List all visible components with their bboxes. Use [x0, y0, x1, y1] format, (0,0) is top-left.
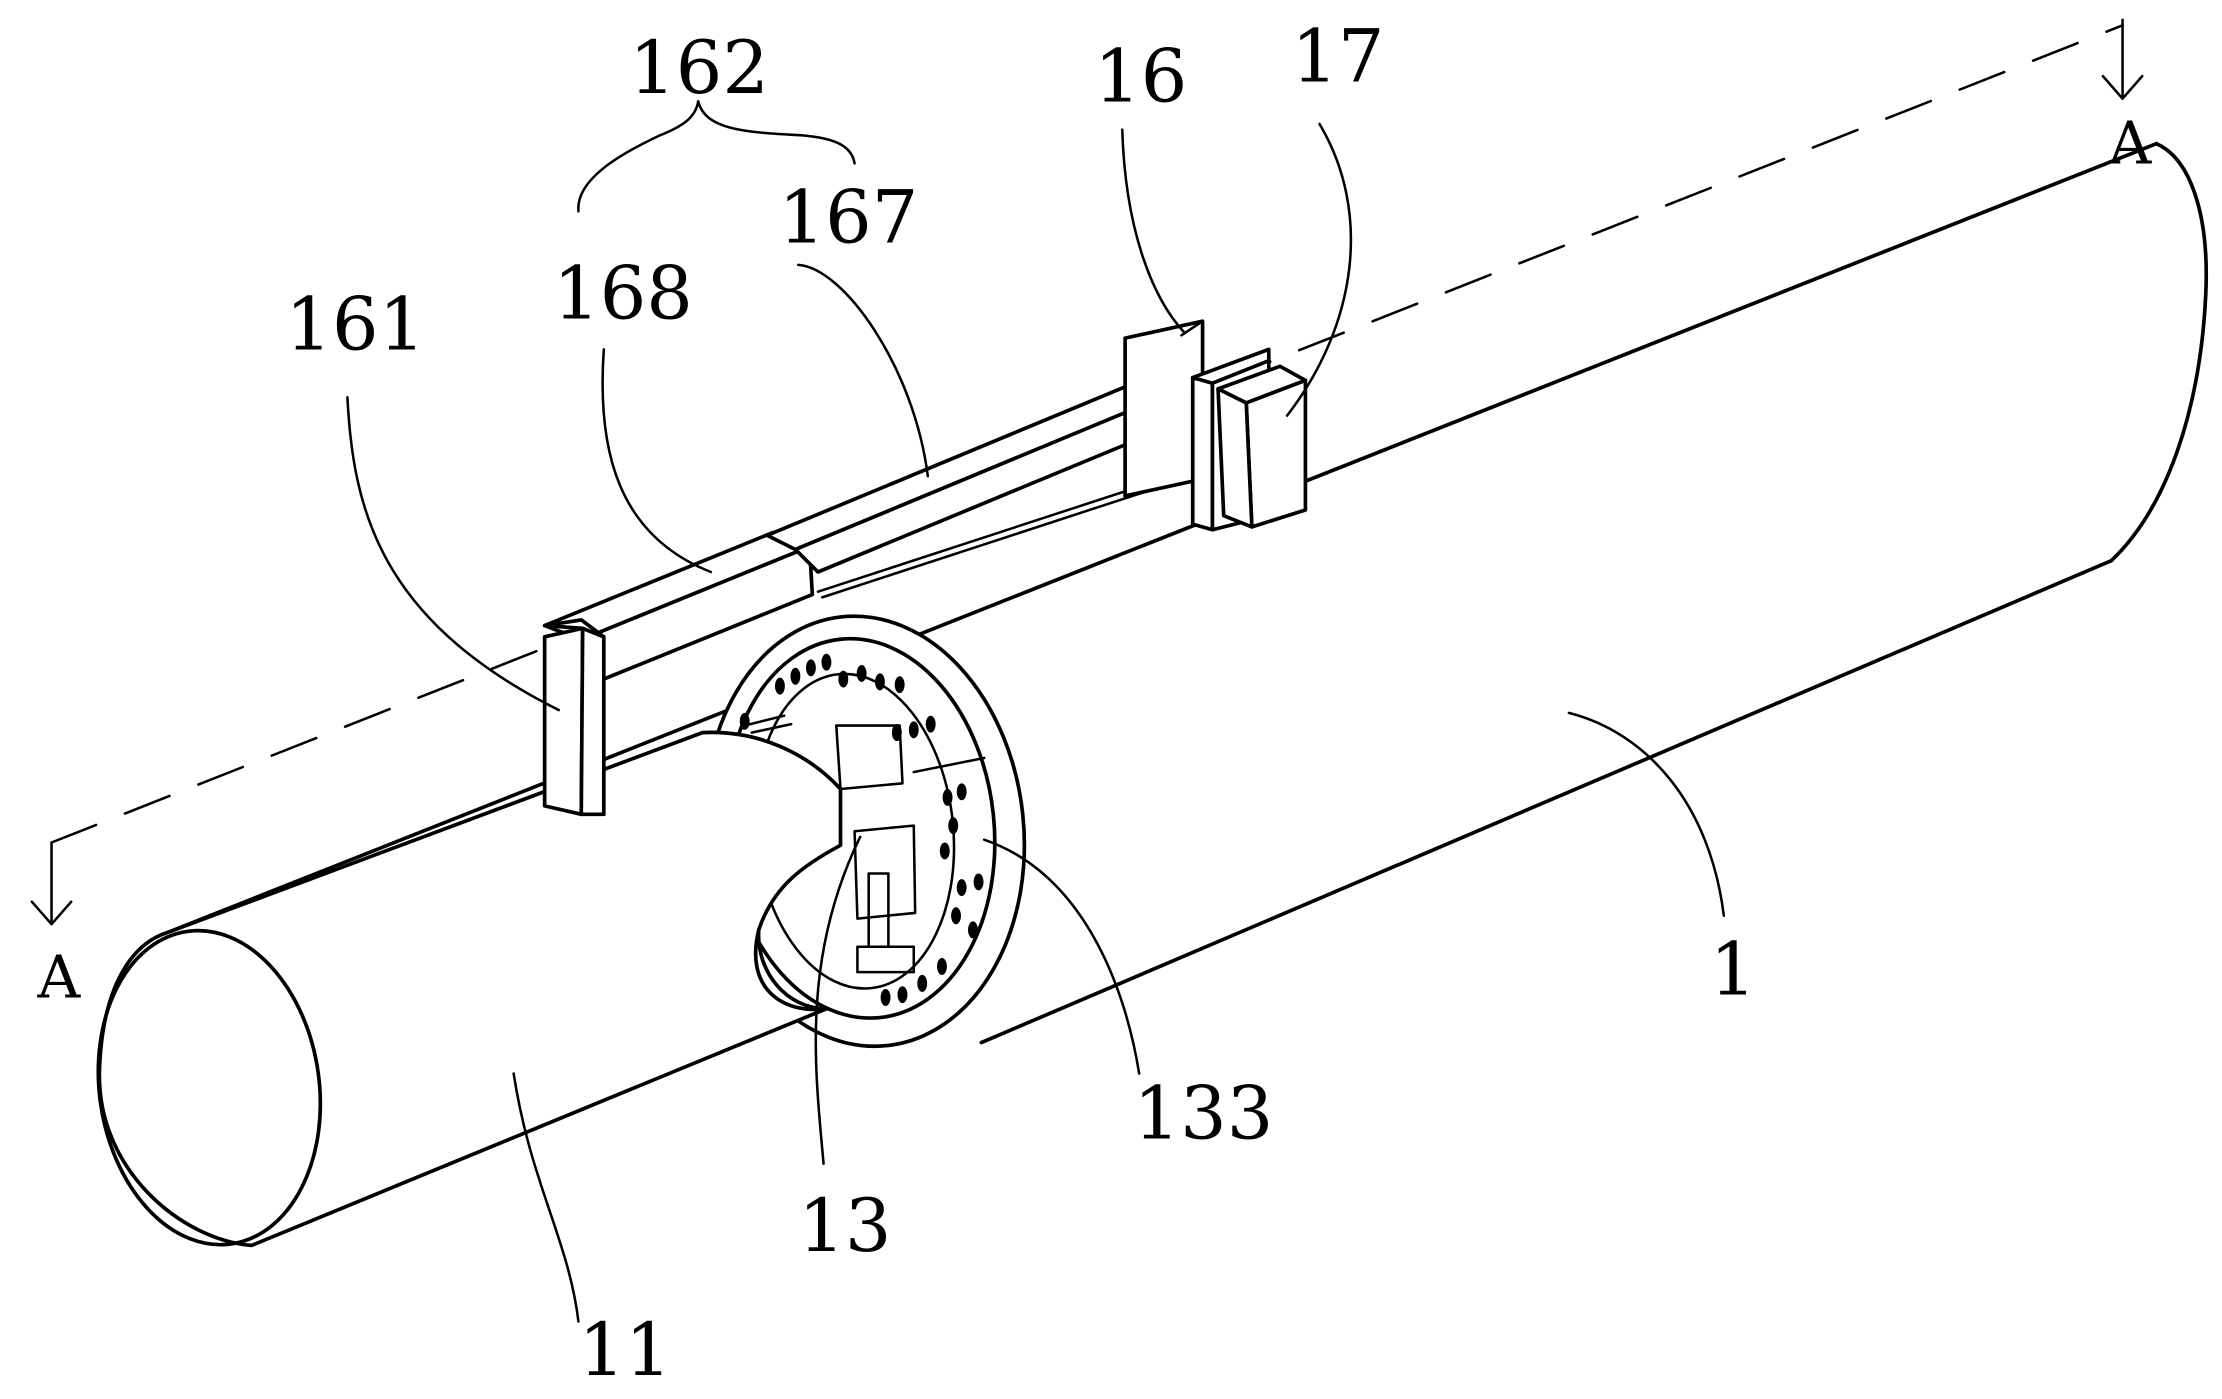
- section-line-a-a: [30, 18, 2144, 926]
- label-162: 162: [629, 26, 769, 111]
- label-11: 11: [578, 1308, 671, 1393]
- leader-lines: [346, 100, 1726, 1323]
- main-pipe: [165, 141, 2209, 1045]
- label-1: 1: [1710, 928, 1757, 1013]
- label-13: 13: [798, 1184, 891, 1269]
- inner-pipe: [96, 730, 843, 1248]
- device-box: [1216, 364, 1308, 529]
- cleaning-head: [702, 614, 1027, 1049]
- label-167: 167: [779, 175, 919, 260]
- label-161: 161: [285, 282, 425, 367]
- nozzle-group: [739, 653, 984, 1006]
- label-16: 16: [1094, 34, 1187, 119]
- label-17: 17: [1291, 15, 1384, 100]
- section-label-right: A: [2107, 108, 2152, 177]
- label-133: 133: [1134, 1071, 1274, 1156]
- label-168: 168: [553, 251, 693, 336]
- section-label-left: A: [36, 942, 81, 1011]
